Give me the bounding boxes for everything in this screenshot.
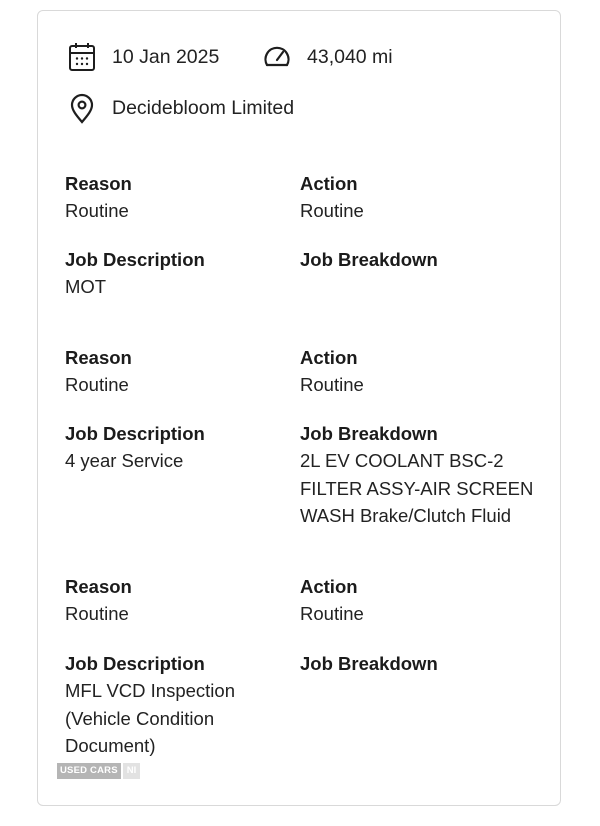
watermark-logo: USED CARS NI: [57, 763, 141, 779]
action-label: Action: [300, 347, 358, 368]
job-breakdown-label: Job Breakdown: [300, 653, 438, 674]
action-value: Routine: [300, 603, 364, 624]
action-value: Routine: [300, 200, 364, 221]
description-line: (Vehicle Condition: [65, 707, 215, 729]
watermark-left: USED CARS: [57, 763, 121, 779]
service-date: 10 Jan 2025: [112, 45, 220, 68]
reason-label: Reason: [65, 347, 132, 368]
job-description-label: Job Description: [65, 249, 205, 270]
service-history-card: [37, 10, 561, 806]
action-label: Action: [300, 576, 358, 597]
job-breakdown-label: Job Breakdown: [300, 249, 438, 270]
garage-name: Decidebloom Limited: [112, 96, 295, 119]
description-line: Document): [65, 735, 156, 756]
location-pin-icon: [66, 92, 98, 124]
action-label: Action: [300, 173, 358, 194]
job-description-value: MOT: [65, 276, 107, 297]
mileage: 43,040 mi: [307, 45, 393, 68]
reason-value: Routine: [65, 603, 129, 624]
reason-label: Reason: [65, 173, 132, 194]
job-breakdown-label: Job Breakdown: [300, 423, 438, 444]
reason-value: Routine: [65, 200, 129, 221]
job-description-label: Job Description: [65, 423, 205, 444]
speedometer-icon: [261, 41, 293, 73]
breakdown-line: FILTER ASSY-AIR SCREEN: [300, 477, 534, 499]
date-row: 10 Jan 2025: [66, 41, 219, 73]
description-line: MFL VCD Inspection: [65, 680, 235, 701]
job-description-label: Job Description: [65, 653, 205, 674]
job-description-value: 4 year Service: [65, 450, 184, 471]
breakdown-line: WASH Brake/Clutch Fluid: [300, 505, 512, 526]
watermark-right: NI: [122, 763, 141, 779]
mileage-row: 43,040 mi: [261, 41, 393, 73]
breakdown-line: 2L EV COOLANT BSC-2: [300, 450, 504, 471]
job-description-value: MFL VCD Inspection (Vehicle Condition Do…: [65, 677, 235, 760]
reason-label: Reason: [65, 576, 132, 597]
location-row: Decidebloom Limited: [66, 92, 294, 124]
job-breakdown-value: 2L EV COOLANT BSC-2 FILTER ASSY-AIR SCRE…: [300, 447, 533, 530]
action-value: Routine: [300, 374, 364, 395]
calendar-icon: [66, 41, 98, 73]
reason-value: Routine: [65, 374, 129, 395]
